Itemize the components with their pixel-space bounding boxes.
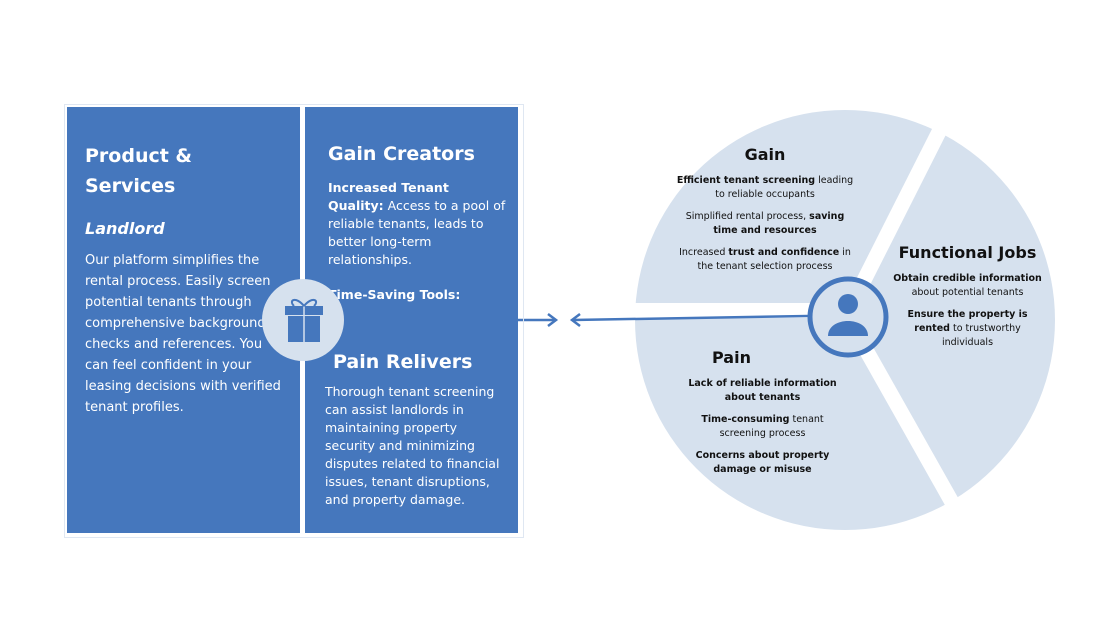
value-map-frame bbox=[64, 104, 524, 538]
functional-jobs-section: Functional Jobs Obtain credible informat… bbox=[890, 243, 1045, 358]
pain-relievers-section: Pain Relivers Thorough tenant screening … bbox=[325, 347, 510, 509]
gain-item: Efficient tenant screening leading to re… bbox=[676, 175, 854, 200]
pain-relievers-body: Thorough tenant screening can assist lan… bbox=[325, 384, 500, 507]
item-text: Access to a pool of reliable tenants, le… bbox=[328, 198, 506, 267]
pain-title: Pain bbox=[712, 348, 751, 367]
gain-item: Increased trust and confidence in the te… bbox=[679, 247, 851, 272]
connector-line-right bbox=[572, 314, 809, 322]
pain-item: Time-consuming tenant screening process bbox=[701, 414, 824, 439]
gain-item: Simplified rental process, saving time a… bbox=[685, 211, 845, 236]
pain-relievers-title: Pain Relivers bbox=[333, 351, 473, 373]
pain-section: Pain Lack of reliable information about … bbox=[680, 348, 845, 485]
pain-item: Lack of reliable information about tenan… bbox=[688, 378, 837, 403]
gain-section: Gain Efficient tenant screening leading … bbox=[675, 145, 855, 282]
arrow-left-icon bbox=[569, 313, 581, 327]
functional-jobs-title: Functional Jobs bbox=[898, 243, 1037, 262]
item-bold: Increased Tenant Quality: bbox=[328, 180, 449, 213]
functional-item: Ensure the property is rented to trustwo… bbox=[907, 309, 1028, 348]
products-body: Our platform simplifies the rental proce… bbox=[85, 253, 281, 415]
gain-pain-panel: Gain Creators Increased Tenant Quality: … bbox=[305, 107, 518, 533]
arrow-right-icon bbox=[547, 313, 559, 327]
products-subtitle: Landlord bbox=[85, 219, 165, 238]
functional-item: Obtain credible information about potent… bbox=[893, 273, 1042, 298]
time-saving-tools: Time-Saving Tools: bbox=[328, 287, 461, 302]
gain-creators-item: Increased Tenant Quality: Access to a po… bbox=[328, 179, 508, 269]
products-title: Product & Services bbox=[85, 145, 193, 197]
gain-creators-title: Gain Creators bbox=[328, 143, 475, 165]
gain-creators-section: Gain Creators Increased Tenant Quality: … bbox=[328, 139, 508, 269]
pain-item: Concerns about property damage or misuse bbox=[695, 450, 830, 475]
gain-title: Gain bbox=[744, 145, 786, 164]
products-services-panel: Product & Services Landlord Our platform… bbox=[67, 107, 300, 533]
gap-horizontal bbox=[620, 303, 850, 318]
